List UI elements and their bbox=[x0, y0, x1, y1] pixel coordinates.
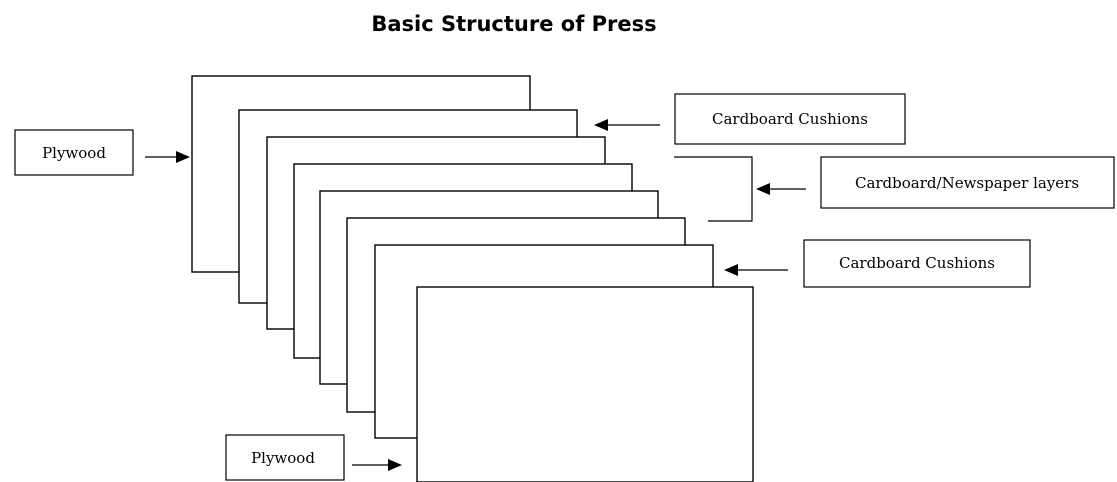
label-box bbox=[14, 129, 134, 176]
arrow-cardboard-cushions-top bbox=[594, 119, 660, 131]
label-cardboard-newspaper-layers: Cardboard/Newspaper layers bbox=[820, 156, 1115, 209]
arrow-newspaper-layers bbox=[756, 183, 806, 195]
arrow-plywood-bottom bbox=[352, 459, 402, 471]
label-text: Plywood bbox=[251, 449, 315, 467]
arrowhead-left-icon bbox=[756, 183, 770, 195]
label-box bbox=[225, 434, 345, 481]
label-box bbox=[803, 239, 1031, 288]
label-text: Cardboard Cushions bbox=[839, 254, 995, 272]
label-box bbox=[674, 93, 906, 145]
diagram-title: Basic Structure of Press bbox=[371, 12, 656, 36]
arrowhead-left-icon bbox=[724, 264, 738, 276]
label-text: Cardboard/Newspaper layers bbox=[855, 174, 1079, 192]
arrow-cardboard-cushions-bottom bbox=[724, 264, 788, 276]
arrowhead-right-icon bbox=[388, 459, 402, 471]
label-cardboard-cushions-top: Cardboard Cushions bbox=[674, 93, 906, 145]
label-box bbox=[820, 156, 1115, 209]
label-text: Plywood bbox=[42, 144, 106, 162]
label-plywood-bottom: Plywood bbox=[225, 434, 345, 481]
arrowhead-right-icon bbox=[176, 151, 190, 163]
bracket-newspaper-layers bbox=[674, 156, 753, 222]
label-cardboard-cushions-bottom: Cardboard Cushions bbox=[803, 239, 1031, 288]
sheet-stack bbox=[191, 75, 754, 482]
arrow-plywood-top bbox=[145, 151, 190, 163]
arrowhead-left-icon bbox=[594, 119, 608, 131]
label-text: Cardboard Cushions bbox=[712, 110, 868, 128]
label-plywood-top: Plywood bbox=[14, 129, 134, 176]
sheet-plywood-front bbox=[416, 286, 754, 482]
